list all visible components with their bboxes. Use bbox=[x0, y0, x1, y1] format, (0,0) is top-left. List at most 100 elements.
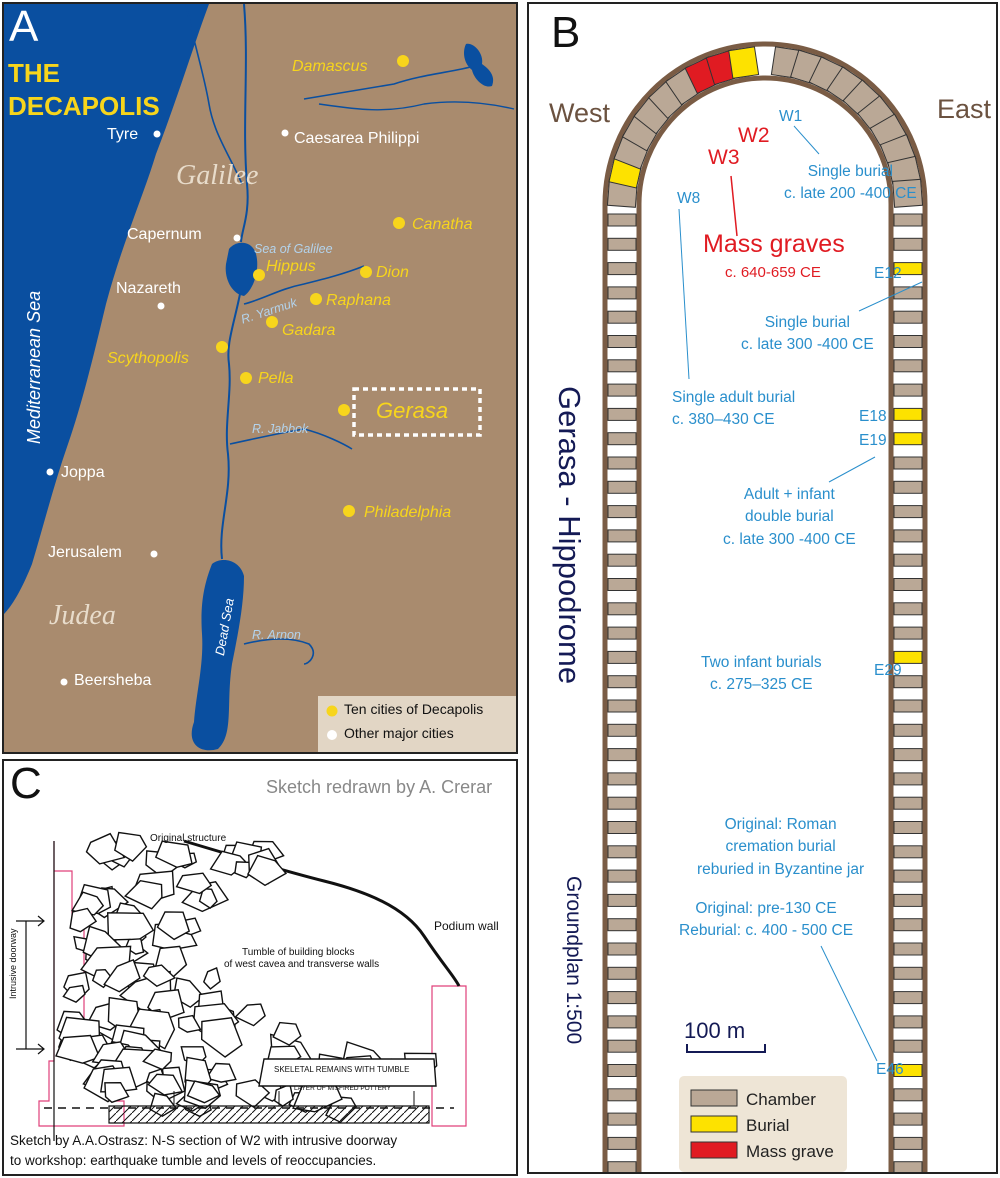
chamber-block bbox=[893, 893, 923, 907]
map-title-line1: THE bbox=[8, 58, 60, 88]
river-tributary bbox=[185, 4, 243, 185]
chamber-block bbox=[893, 529, 923, 543]
hippodrome-groundplan bbox=[602, 41, 928, 1172]
river-yarmuk bbox=[243, 265, 365, 305]
chamber-block bbox=[607, 869, 637, 883]
label-original-structure: Original structure bbox=[150, 833, 227, 844]
decapolis-city-dots bbox=[216, 55, 409, 517]
chamber-block bbox=[607, 456, 637, 470]
city-canatha: Canatha bbox=[412, 216, 473, 233]
annotation-e18-line3: c. late 300 -400 CE bbox=[723, 530, 856, 548]
river-arnon bbox=[243, 638, 314, 665]
label-misfired-pottery: LAYER OF MISFIRED POTTERY bbox=[294, 1085, 391, 1092]
mass-grave-leader bbox=[730, 175, 738, 237]
chamber-blocks bbox=[606, 46, 924, 1172]
city-capernum: Capernum bbox=[127, 226, 202, 243]
tumble-block bbox=[69, 907, 98, 933]
chamber-block bbox=[893, 723, 923, 737]
doorway-bracket bbox=[16, 915, 45, 1055]
tumble-block bbox=[205, 1062, 237, 1083]
chamber-block bbox=[607, 407, 637, 421]
tumble-block bbox=[147, 1073, 184, 1096]
chamber-block bbox=[607, 942, 637, 956]
city-philadelphia: Philadelphia bbox=[364, 504, 452, 521]
city-beersheba: Beersheba bbox=[74, 672, 152, 689]
code-e18: E18 bbox=[859, 408, 887, 425]
tumble-block bbox=[62, 984, 86, 1004]
annotation-e18-line1: Adult + infant bbox=[743, 486, 835, 503]
annotation-e46-line2: cremation burial bbox=[725, 838, 836, 856]
legend-chamber-label: Chamber bbox=[746, 1090, 816, 1109]
tumble-block bbox=[154, 840, 193, 869]
city-pella: Pella bbox=[258, 370, 294, 387]
annotation-e46-line4: Original: pre-130 CE bbox=[695, 900, 837, 917]
chamber-block bbox=[893, 1015, 923, 1029]
annotation-e29: Two infant burials c. 275–325 CE bbox=[701, 652, 822, 697]
annotation-e46-line3: reburied in Byzantine jar bbox=[697, 860, 865, 878]
chamber-block bbox=[607, 748, 637, 762]
chamber-block bbox=[607, 845, 637, 859]
annotation-w1-line2: c. late 200 -400 CE bbox=[784, 185, 917, 203]
chamber-block bbox=[893, 383, 923, 397]
label-west: West bbox=[549, 98, 611, 128]
tumble-block bbox=[142, 964, 177, 988]
region-galilee: Galilee bbox=[176, 160, 259, 191]
tumble-block bbox=[104, 1081, 130, 1104]
tumble-block bbox=[198, 887, 218, 909]
chamber-block bbox=[893, 335, 923, 348]
dead-sea-shape bbox=[191, 560, 244, 751]
tumble-block bbox=[85, 832, 126, 865]
city-hippus: Hippus bbox=[266, 258, 316, 275]
city-raphana: Raphana bbox=[326, 292, 391, 309]
city-gadara: Gadara bbox=[282, 322, 336, 339]
annotation-w1: Single burial c. late 200 -400 CE bbox=[784, 161, 917, 206]
chamber-block bbox=[893, 213, 923, 227]
chamber-block bbox=[607, 432, 637, 446]
tumble-block bbox=[175, 872, 213, 895]
panel-letter-a: A bbox=[9, 2, 39, 51]
chamber-block bbox=[607, 1161, 637, 1172]
chamber-block bbox=[893, 1064, 923, 1077]
tumble-block bbox=[128, 1008, 176, 1050]
chamber-block bbox=[893, 942, 923, 956]
annotation-w8-line1: Single adult burial bbox=[672, 389, 796, 406]
panel-b-hippodrome: B West East Gerasa - Hippodrome Groundpl… bbox=[527, 2, 998, 1174]
scale-label: 100 m bbox=[684, 1018, 746, 1043]
annotation-e18-e19: Adult + infant double burial c. late 300… bbox=[723, 484, 856, 551]
label-sea-of-galilee: Sea of Galilee bbox=[254, 242, 333, 256]
chamber-block bbox=[892, 178, 924, 208]
annotation-w1-line1: Single burial bbox=[807, 163, 893, 180]
legend-box bbox=[318, 696, 516, 752]
annotation-e12-line2: c. late 300 -400 CE bbox=[741, 336, 874, 354]
city-jerusalem: Jerusalem bbox=[48, 544, 122, 561]
code-w2: W2 bbox=[738, 124, 770, 147]
scale-bar bbox=[686, 1044, 766, 1053]
legend-burial-label: Burial bbox=[746, 1116, 790, 1135]
chamber-block bbox=[893, 918, 923, 932]
annotation-e46-line1: Original: Roman bbox=[724, 816, 837, 833]
label-mediterranean-sea: Mediterranean Sea bbox=[24, 290, 44, 444]
damascus-lake bbox=[464, 43, 494, 87]
tumble-block bbox=[70, 891, 105, 916]
code-e12: E12 bbox=[874, 265, 902, 282]
label-tumble-line1: Tumble of building blocks bbox=[242, 947, 355, 958]
chamber-block bbox=[607, 893, 637, 907]
chamber-block bbox=[607, 650, 637, 664]
label-river-arnon: R. Arnon bbox=[252, 628, 301, 642]
river-jabbok bbox=[229, 428, 353, 450]
annotation-e46-dates: Original: pre-130 CE Reburial: c. 400 - … bbox=[679, 898, 853, 943]
code-w1: W1 bbox=[779, 108, 803, 125]
chamber-block bbox=[607, 821, 637, 834]
chamber-block bbox=[607, 723, 637, 737]
chamber-block bbox=[893, 505, 923, 519]
annotation-w8-line2: c. 380–430 CE bbox=[672, 411, 775, 429]
annotation-e46-line5: Reburial: c. 400 - 500 CE bbox=[679, 922, 854, 940]
label-east: East bbox=[937, 94, 992, 124]
panel-c-sketch: C Sketch redrawn by A. Crerar Original s… bbox=[2, 759, 518, 1176]
chamber-block bbox=[607, 529, 637, 543]
chamber-block bbox=[607, 286, 637, 300]
chamber-block bbox=[607, 383, 637, 397]
chamber-block bbox=[607, 213, 637, 227]
chamber-block bbox=[893, 772, 923, 786]
chamber-block bbox=[607, 1015, 637, 1029]
